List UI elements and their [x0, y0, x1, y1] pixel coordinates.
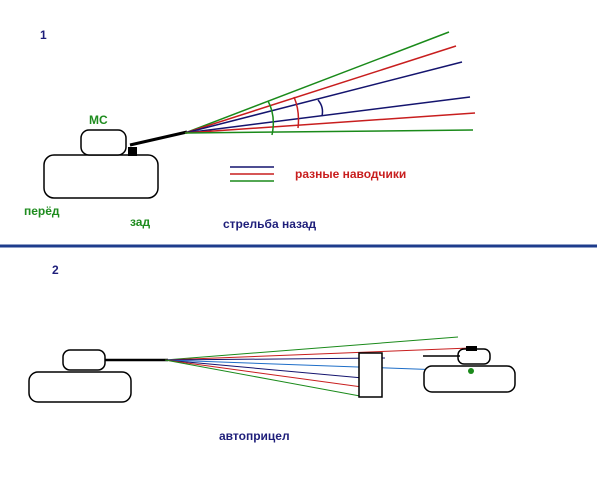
spread-line-green-upper: [184, 31, 450, 134]
legend-label: разные наводчики: [295, 167, 406, 181]
right-tank-hull: [423, 365, 516, 393]
autoaim-line-navy-upper: [164, 357, 386, 361]
front-label: перёд: [24, 204, 60, 218]
autoaim-line-red-lower: [164, 359, 363, 388]
rear-label: зад: [130, 215, 150, 229]
angle-arc-green: [267, 100, 275, 136]
panel1-caption: стрельба назад: [223, 217, 317, 231]
autoaim-line-green-lower: [164, 359, 361, 397]
panel2-caption: автоприцел: [219, 429, 290, 443]
spread-line-red-upper: [184, 45, 457, 134]
spread-line-green-lower: [184, 129, 474, 134]
aim-point-dot: [468, 368, 474, 374]
angle-arc-navy: [317, 99, 324, 117]
gun-barrel: [129, 130, 188, 147]
spread-line-navy-lower: [184, 96, 471, 134]
fire-spread-lines: [184, 31, 476, 136]
autoaim-line-blue-to-target: [164, 359, 471, 372]
right-tank-turret: [457, 348, 491, 365]
spread-line-red-lower: [184, 112, 476, 134]
right-tank-hatch: [466, 346, 477, 351]
legend-lines: [230, 166, 274, 182]
autoaim-spread-lines: [164, 336, 471, 397]
spread-line-navy-upper: [184, 61, 463, 134]
left-tank-turret: [62, 349, 106, 371]
left-tank-hull: [28, 371, 132, 403]
mc-label: МС: [89, 113, 108, 127]
tank-turret: [80, 129, 127, 156]
autoaim-line-red-upper: [164, 347, 471, 361]
tank-hull: [43, 154, 159, 199]
autoaim-line-navy-lower: [164, 359, 364, 379]
panel2-number: 2: [52, 263, 59, 277]
gun-mantlet: [128, 147, 137, 156]
panel1-number: 1: [40, 28, 47, 42]
autoaim-line-green-upper: [164, 336, 459, 361]
angle-arc-red: [293, 96, 300, 129]
obstacle-block: [358, 352, 383, 398]
